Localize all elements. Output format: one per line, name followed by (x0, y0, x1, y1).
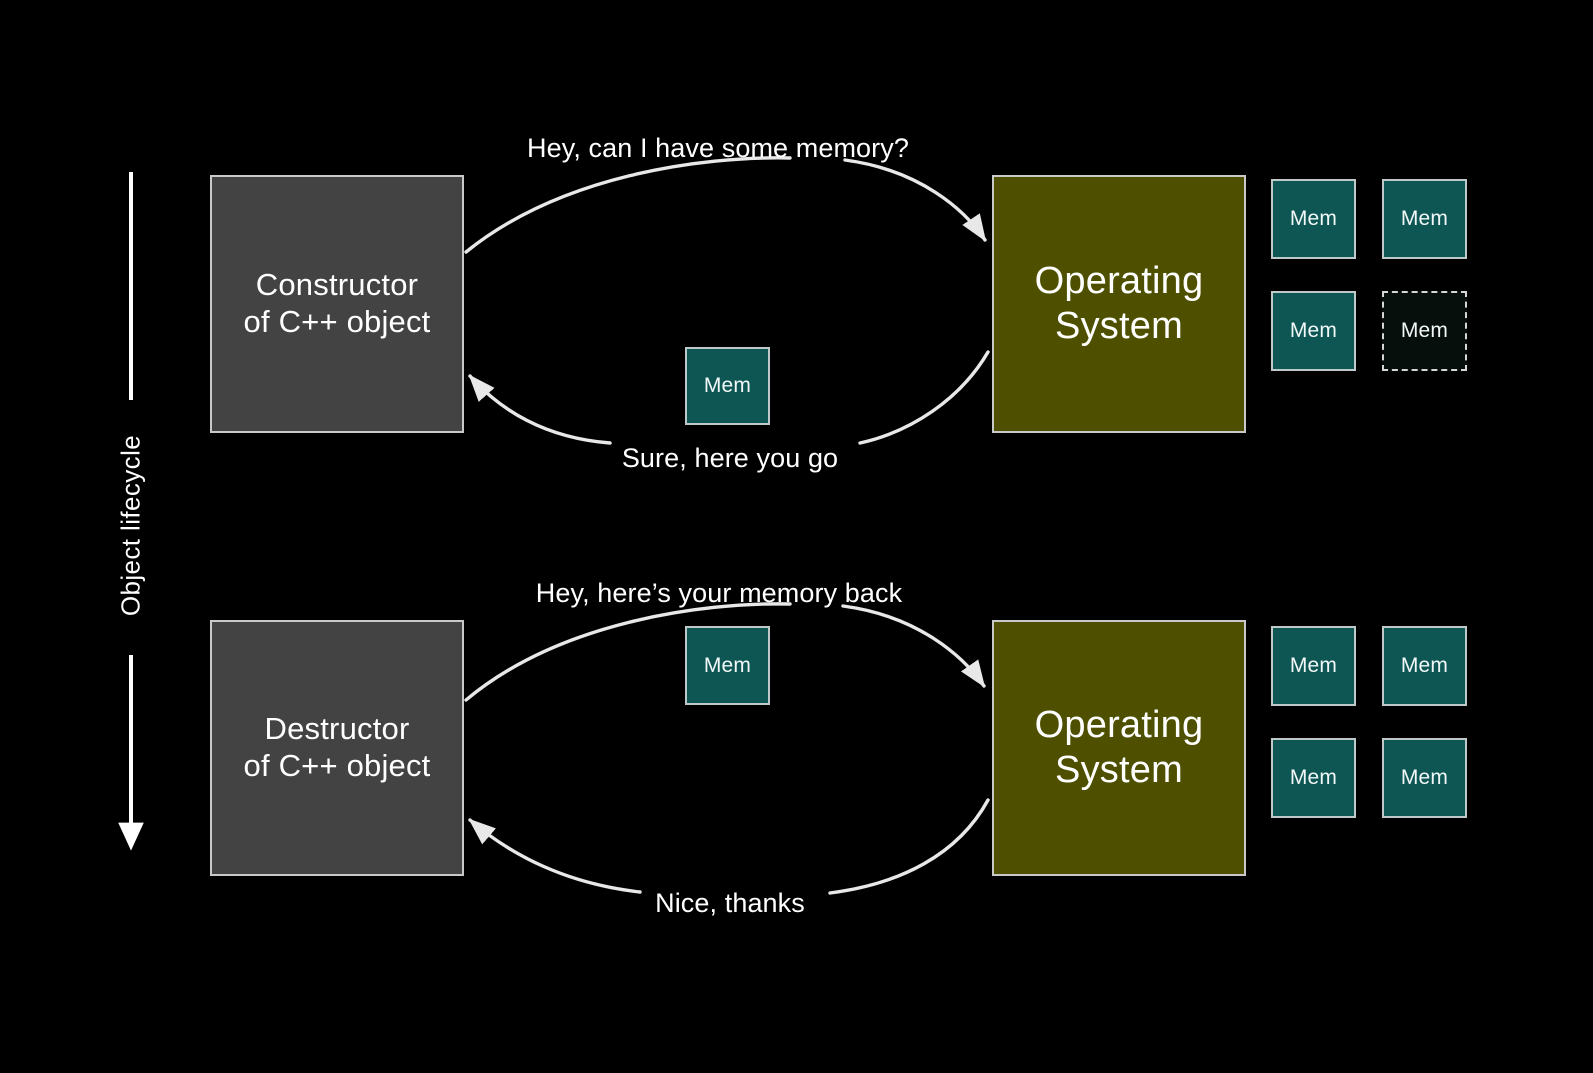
memory-pool-chip-bottom-3[interactable]: Mem (1271, 738, 1356, 818)
constructor-box[interactable]: Constructor of C++ object (210, 175, 464, 433)
arrow-response-top-head (468, 374, 612, 445)
memory-chip-in-transit-top[interactable]: Mem (685, 347, 770, 425)
arrow-request-top (464, 156, 792, 254)
arrow-request-top-head (843, 158, 987, 242)
memory-chip-in-transit-bottom[interactable]: Mem (685, 626, 770, 705)
speech-response-bottom: Nice, thanks (655, 888, 805, 918)
speech-response-top: Sure, here you go (621, 443, 839, 473)
memory-pool-chip-top-3[interactable]: Mem (1271, 291, 1356, 371)
memory-pool-chip-bottom-4[interactable]: Mem (1382, 738, 1467, 818)
operating-system-box-bottom[interactable]: Operating System (992, 620, 1246, 876)
destructor-line-1: Destructor (264, 711, 410, 747)
speech-request-top: Hey, can I have some memory? (527, 133, 909, 163)
speech-request-bottom: Hey, here’s your memory back (535, 578, 903, 608)
destructor-line-2: of C++ object (243, 748, 431, 783)
memory-pool-chip-top-1[interactable]: Mem (1271, 179, 1356, 259)
os-bottom-line-1: Operating (1034, 704, 1204, 747)
object-lifecycle-label: Object lifecycle (115, 434, 146, 617)
constructor-line-2: of C++ object (243, 304, 431, 339)
arrow-response-bottom-head (468, 818, 642, 894)
arrow-response-top (858, 350, 990, 445)
memory-pool-chip-top-4-free[interactable]: Mem (1382, 291, 1467, 371)
memory-pool-chip-top-2[interactable]: Mem (1382, 179, 1467, 259)
arrow-request-bottom-head (841, 604, 986, 688)
memory-pool-chip-bottom-1[interactable]: Mem (1271, 626, 1356, 706)
os-bottom-line-2: System (1055, 749, 1183, 791)
memory-pool-chip-bottom-2[interactable]: Mem (1382, 626, 1467, 706)
destructor-box[interactable]: Destructor of C++ object (210, 620, 464, 876)
arrow-response-bottom (828, 798, 990, 895)
operating-system-box-top[interactable]: Operating System (992, 175, 1246, 433)
os-top-line-1: Operating (1034, 260, 1204, 303)
constructor-line-1: Constructor (255, 267, 419, 303)
os-top-line-2: System (1055, 305, 1183, 347)
